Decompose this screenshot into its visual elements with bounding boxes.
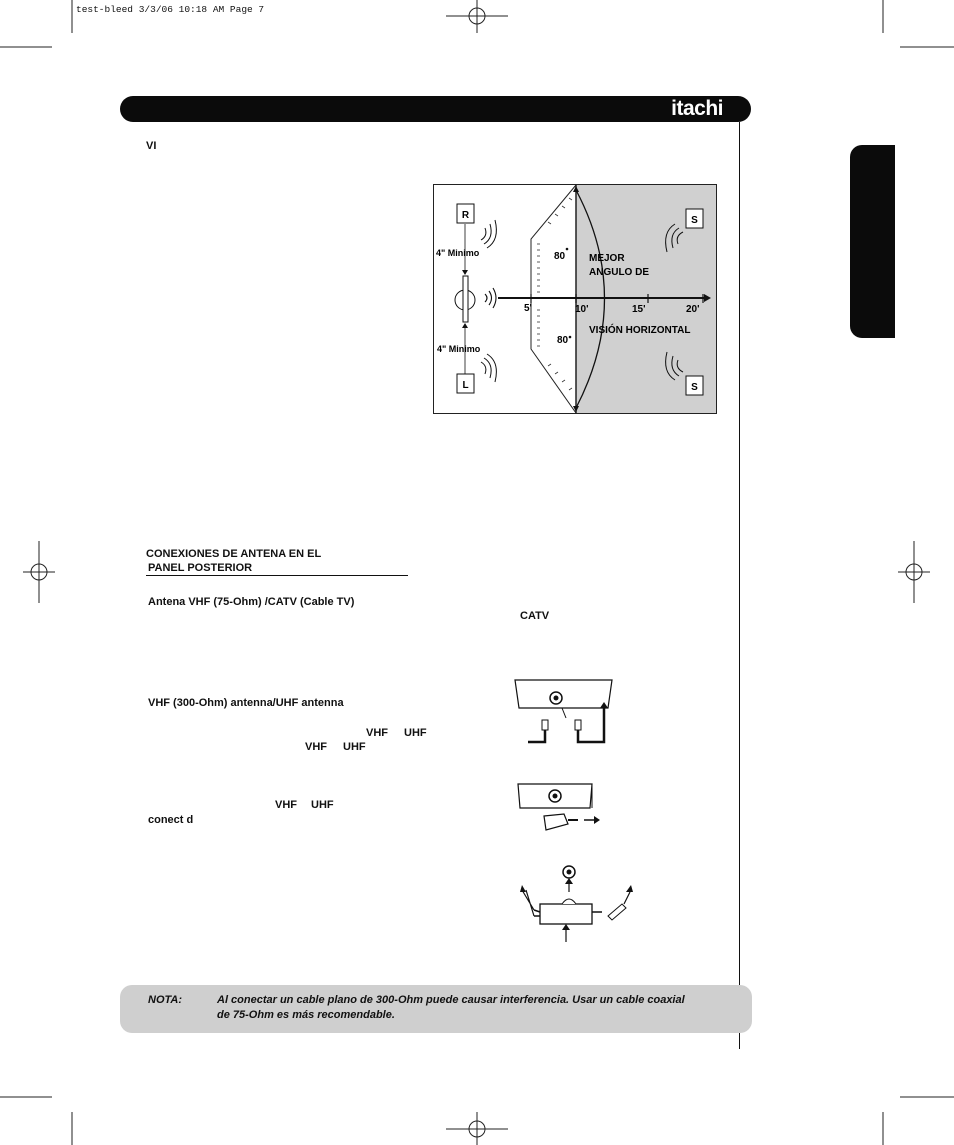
section-mark: VI — [146, 140, 157, 152]
language-tab — [850, 145, 895, 338]
heading-underline — [146, 575, 408, 576]
speaker-s-top-label: S — [691, 215, 698, 226]
note-line2: de 75-Ohm es más recomendable. — [217, 1009, 395, 1021]
vhf-label-b: VHF — [305, 741, 327, 753]
note-label: NOTA: — [148, 994, 183, 1006]
header-bar: itachi — [120, 96, 751, 122]
speaker-l-label: L — [462, 380, 468, 391]
note-box: NOTA: Al conectar un cable plano de 300-… — [120, 985, 752, 1033]
antenna-sub1: Antena VHF (75-Ohm) /CATV (Cable TV) — [148, 596, 355, 608]
speaker-l-box — [456, 373, 475, 394]
antenna-heading-line2: PANEL POSTERIOR — [148, 562, 253, 574]
min-top-label: 4" Minimo — [436, 248, 480, 258]
angle-bottom-label: 80 — [557, 335, 569, 346]
uhf-label-b: UHF — [343, 741, 366, 753]
vhf-label-c: VHF — [275, 799, 297, 811]
distance-10-label: 10' — [575, 304, 589, 315]
tv-sound-waves — [484, 287, 497, 309]
antenna-heading-line1: CONEXIONES DE ANTENA EN EL — [146, 548, 322, 560]
margin-rule — [739, 122, 740, 1049]
uhf-label-a: UHF — [404, 727, 427, 739]
conect-label: conect d — [148, 814, 194, 826]
speaker-s-bottom-waves — [665, 351, 684, 381]
catv-label: CATV — [520, 610, 550, 622]
uhf-label-c: UHF — [311, 799, 334, 811]
scale-ticks — [537, 197, 573, 391]
adapter-illustration — [517, 783, 600, 831]
print-slug: test-bleed 3/3/06 10:18 AM Page 7 — [76, 4, 265, 15]
note-line1: Al conectar un cable plano de 300-Ohm pu… — [217, 994, 685, 1006]
min-bottom-label: 4" Minimo — [437, 344, 481, 354]
speaker-s-bottom-box — [685, 375, 704, 396]
best-angle-line2: ANGULO DE — [589, 267, 649, 278]
viewing-angle-diagram: R L S S 4" Minimo 4" Minimo 80 80 5' 10'… — [433, 184, 717, 414]
distance-15-label: 15' — [632, 304, 646, 315]
speaker-r-waves — [480, 219, 497, 249]
speaker-r-box — [456, 203, 475, 224]
coax-cable-illustration — [514, 679, 613, 744]
angle-top-label: 80 — [554, 251, 566, 262]
best-angle-line1: MEJOR — [589, 253, 625, 264]
vhf-label-a: VHF — [366, 727, 388, 739]
best-angle-line3: VISIÓN HORIZONTAL — [589, 323, 690, 336]
distance-5-label: 5' — [524, 303, 532, 314]
speaker-s-top-waves — [665, 223, 684, 253]
brand-logo: itachi — [671, 97, 723, 120]
splitter-illustration — [520, 865, 633, 942]
speaker-l-waves — [480, 353, 497, 383]
antenna-sub2: VHF (300-Ohm) antenna/UHF antenna — [148, 697, 344, 709]
speaker-s-top-box — [685, 208, 704, 229]
distance-20-label: 20' — [686, 304, 700, 315]
speaker-s-bottom-label: S — [691, 382, 698, 393]
speaker-r-label: R — [462, 210, 470, 221]
